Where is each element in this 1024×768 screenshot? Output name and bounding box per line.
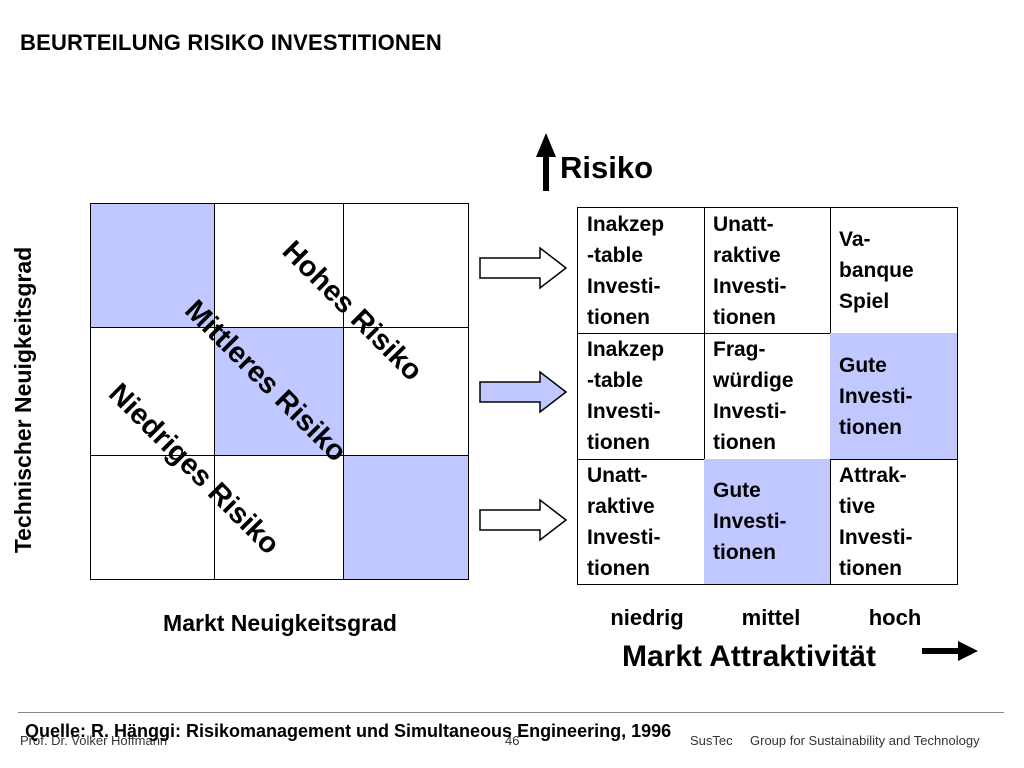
matrix-cell: Va- banque Spiel [830,208,957,334]
matrix-cell-highlighted: Gute Investi- tionen [704,459,831,584]
matrix-cell: Unatt- raktive Investi- tionen [578,459,705,584]
column-label-high: hoch [868,605,922,630]
market-attractiveness-label: Markt Attraktivität [622,640,876,673]
matrix-cell: Inakzep -table Investi- tionen [578,208,705,334]
grid-cell [214,327,344,456]
matrix-cell: Unatt- raktive Investi- tionen [704,208,831,334]
arrow-up-icon [536,133,556,191]
footer-author: Prof. Dr. Volker Hoffmann [20,733,168,748]
matrix-cell: Inakzep -table Investi- tionen [578,333,705,460]
grid-cell [90,203,215,328]
matrix-cell: Frag- würdige Investi- tionen [704,333,831,460]
x-axis-label: Markt Neuigkeitsgrad [163,610,397,636]
footer-group-prefix: SusTec [690,733,733,748]
footer-page-number: 46 [505,733,520,748]
y-axis-label: Technischer Neuigkeitsgrad [10,246,36,554]
footer-divider [18,712,1004,713]
risk-grid: Hohes Risiko Mittleres Risiko Niedriges … [90,203,469,580]
arrow-right-icon [479,370,568,414]
arrow-right-icon [479,498,568,542]
risk-axis-label: Risiko [560,150,654,185]
arrow-right-icon [479,246,568,290]
grid-cell [343,455,469,580]
investment-matrix: Inakzep -table Investi- tionen Unatt- ra… [577,207,958,585]
matrix-cell-highlighted: Gute Investi- tionen [830,333,957,460]
column-label-low: niedrig [610,605,684,630]
page-title: BEURTEILUNG RISIKO INVESTITIONEN [20,30,442,55]
matrix-cell: Attrak- tive Investi- tionen [839,463,913,580]
column-label-medium: mittel [741,605,801,630]
footer-group: Group for Sustainability and Technology [750,733,980,748]
arrow-right-icon [922,641,978,661]
source-citation: Quelle: R. Hänggi: Risikomanagement und … [25,721,672,741]
